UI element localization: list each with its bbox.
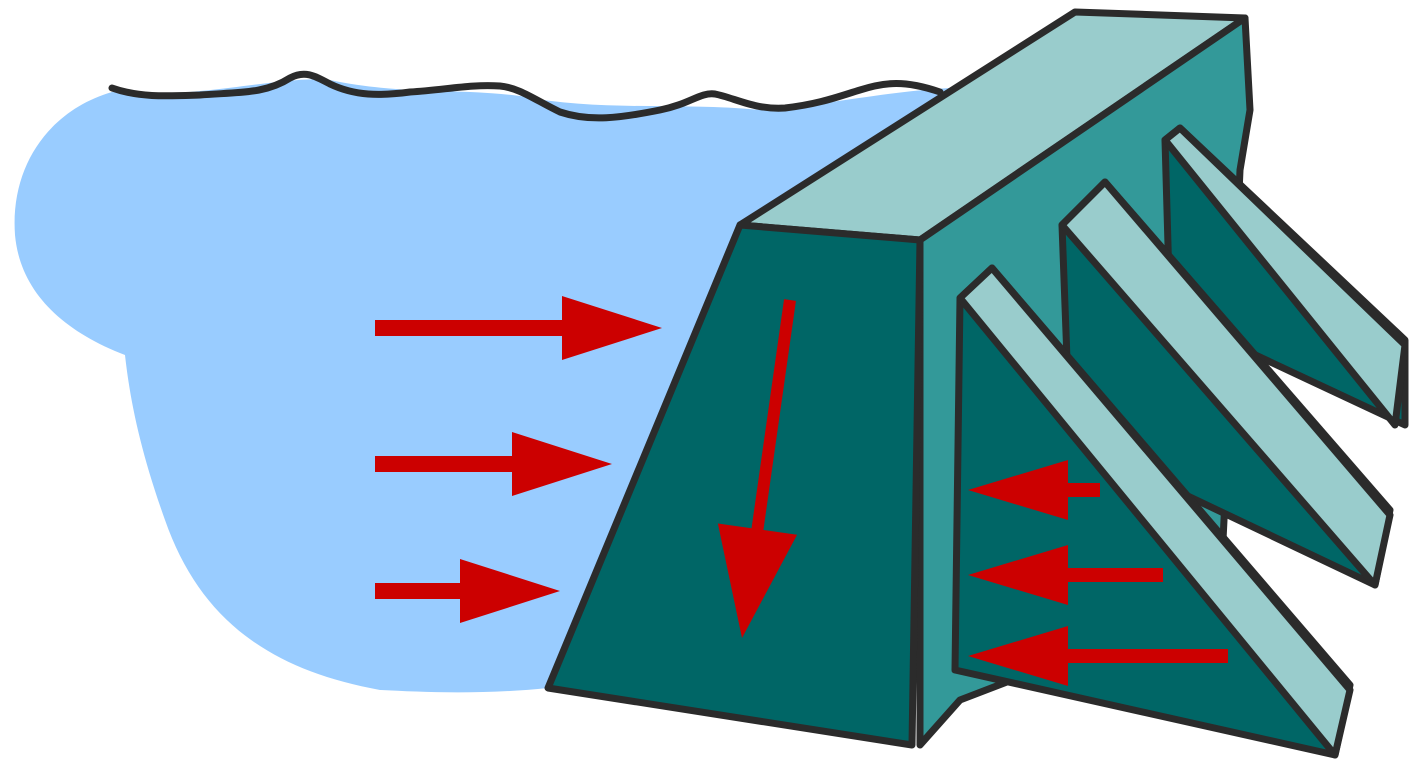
water-pressure-arrow-3-head xyxy=(460,559,560,623)
water-pressure-arrow-2 xyxy=(375,432,612,496)
water-pressure-arrow-3 xyxy=(375,559,560,623)
buttress-reaction-arrow-2 xyxy=(968,545,1163,605)
water-pressure-arrow-2-head xyxy=(512,432,612,496)
buttress-reaction-arrow-1 xyxy=(968,460,1100,520)
reservoir-water xyxy=(14,79,951,693)
buttress-3-top xyxy=(1161,124,1409,429)
weight-arrow-1 xyxy=(717,299,798,638)
buttress-reaction-arrow-3 xyxy=(968,626,1228,686)
buttress-reaction-arrows xyxy=(968,460,1228,686)
weight-arrows xyxy=(717,299,798,638)
buttress-reaction-arrow-2-head xyxy=(968,545,1068,605)
water-pressure-arrow-1-head xyxy=(562,296,662,360)
dam-upstream-face xyxy=(544,221,924,749)
weight-arrow-1-shaft xyxy=(751,299,796,532)
weight-arrow-1-head xyxy=(717,523,798,638)
buttress-reaction-arrow-3-head xyxy=(968,626,1068,686)
water-pressure-arrows xyxy=(375,296,662,623)
buttress-reaction-arrow-1-head xyxy=(968,460,1068,520)
water-surface-line xyxy=(108,70,944,122)
buttress-2-top xyxy=(1058,178,1394,589)
water-pressure-arrow-1 xyxy=(375,296,662,360)
buttress-1-top xyxy=(956,264,1354,759)
